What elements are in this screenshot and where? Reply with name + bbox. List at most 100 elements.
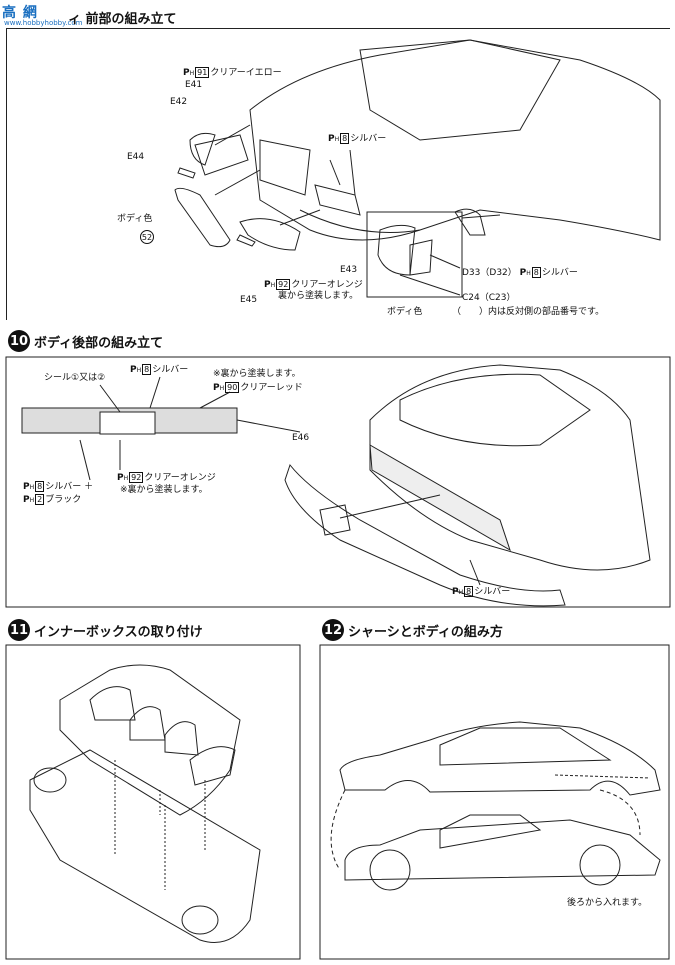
step9-title: ィ 前部の組み立て [68, 8, 177, 27]
step9-frame [6, 28, 670, 320]
ph-sub: H [29, 484, 35, 491]
ph-sub: H [219, 385, 225, 392]
step12-arrow-line [554, 774, 651, 779]
inset-body-color: ボディ色 [387, 307, 423, 317]
step9-headlight-part [194, 134, 249, 176]
step10-ura-note: ※裏から塗装します。 [213, 369, 301, 379]
step10-tail-leader-ph90 [199, 391, 231, 409]
step9-arrow-signal [279, 209, 321, 226]
ph-mark: P [23, 495, 30, 505]
ph-num-box: 8 [35, 481, 45, 492]
ph-color: クリアーオレンジ [291, 280, 363, 290]
part-c24-label: C24（C23） [462, 293, 516, 303]
ph-mark: P [183, 68, 190, 78]
ph-color: ブラック [45, 495, 82, 505]
step11-seat-front2 [164, 721, 199, 756]
step10-title-text: ボディ後部の組み立て [34, 335, 164, 351]
part-e43-label: E43 [340, 265, 358, 275]
step12-title-text: シャーシとボディの組み方 [348, 624, 503, 640]
step9-title-text: ィ 前部の組み立て [68, 12, 177, 27]
step11-seat-front1 [129, 706, 166, 741]
step9-car-windshield [359, 39, 561, 141]
step10-license-plate [99, 411, 156, 435]
site-logo: 高 網 www.hobbyhobby.com [0, 0, 82, 30]
ph-mark: P [23, 482, 30, 492]
step11-number-badge: 11 [8, 619, 30, 641]
step9-fog-lamp [314, 184, 361, 216]
ph-color: シルバー [474, 587, 511, 597]
step9-headlight-lens [189, 132, 216, 166]
step12-wheel-rear [579, 844, 621, 886]
body-color-num: 52 [140, 230, 154, 244]
opposite-part-note: （ ）内は反対側の部品番号です。 [452, 307, 605, 317]
ph-color: クリアーオレンジ [144, 473, 216, 483]
ph-num-box: 8 [464, 586, 474, 597]
ph-num-box: 92 [129, 472, 144, 483]
step9-car-hood [249, 39, 661, 241]
step12-body-side [339, 721, 661, 796]
step12-dash-right [599, 789, 641, 836]
ph-num-box: 2 [35, 494, 45, 505]
step11-interior-tub [59, 664, 241, 816]
step12-frame-rect [319, 644, 670, 960]
site-logo-text: 高 網 [2, 5, 38, 21]
step11-wheel-rear [33, 767, 67, 793]
ph-mark: P [452, 587, 459, 597]
ph-mark: P [328, 134, 335, 144]
ph-color: シルバー [350, 134, 387, 144]
step12-number-badge: 12 [322, 619, 344, 641]
step10-arrow-bumper [339, 494, 441, 519]
part-e41-label: E41 [185, 80, 203, 90]
step10-tail-leader-ph8 [149, 376, 161, 409]
ph-mark: P [130, 365, 137, 375]
step12-dash-left [330, 789, 346, 871]
step10-rear-window [399, 373, 591, 447]
step10-car-body [369, 364, 651, 571]
step10-ph92-note: ※裏から塗装します。 [120, 485, 208, 495]
ph-sub: H [123, 475, 129, 482]
step11-wheel-front [181, 905, 219, 935]
step12-window-line [439, 727, 612, 766]
step9-arrow-e42 [214, 124, 251, 146]
step9-arrow-reflector [214, 169, 261, 196]
step12-chassis [344, 819, 661, 881]
step9-turn-signal [239, 218, 301, 251]
ph-color: シルバー [152, 365, 189, 375]
ph-sub: H [526, 270, 531, 277]
ph-sub: H [458, 589, 464, 596]
ph-sub: H [29, 497, 35, 504]
step9-reflector [174, 187, 231, 248]
ph-num-box: 8 [142, 364, 152, 375]
ph-sub: H [136, 367, 142, 374]
step10-tail-leader-e46 [236, 419, 301, 433]
step11-chassis [29, 749, 261, 943]
step9-side-mirror [454, 208, 486, 236]
part-e44-label: E44 [127, 152, 145, 162]
body-color-label: ボディ色 [117, 214, 153, 224]
step11-title-text: インナーボックスの取り付け [34, 624, 203, 640]
site-logo-url: www.hobbyhobby.com [4, 19, 83, 27]
ph-mark: P [117, 473, 124, 483]
step10-tail-leader-ph8b [79, 439, 91, 481]
step10-title: 10 ボディ後部の組み立て [8, 330, 163, 352]
step9-c24-leader [399, 274, 461, 296]
ph-sub: H [189, 70, 195, 77]
ph-num-box: 92 [276, 279, 291, 290]
body-color-num-circle: 52 [140, 230, 154, 244]
step10-leader-silver [469, 559, 481, 586]
ph-color: シルバー [541, 268, 578, 278]
step9-e44-part [177, 167, 196, 179]
step9-e45-part [236, 234, 256, 247]
step10-bumper [284, 463, 566, 607]
ph-color: シルバー ＋ [45, 482, 94, 492]
part-e46-label: E46 [292, 433, 310, 443]
